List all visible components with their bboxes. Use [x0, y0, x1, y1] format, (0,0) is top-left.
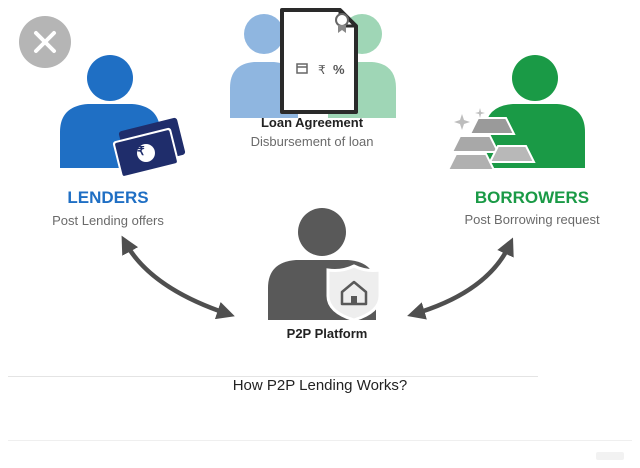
platform-graphic [268, 208, 382, 322]
loan-agreement-subtitle: Disbursement of loan [250, 134, 374, 149]
platform-title: P2P Platform [286, 326, 368, 341]
loan-agreement-graphic [230, 8, 396, 118]
lenders-title: LENDERS [67, 188, 149, 207]
close-button[interactable] [19, 16, 71, 68]
caption: How P2P Lending Works? [232, 377, 408, 394]
money-bundle-icon [112, 117, 186, 179]
bottom-divider [8, 440, 632, 441]
home-shield-icon [326, 264, 382, 322]
borrowers-title: BORROWERS [474, 188, 590, 207]
borrowers-subtitle: Post Borrowing request [464, 212, 600, 227]
borrowers-graphic [446, 55, 585, 171]
divider-line [8, 376, 538, 377]
lenders-subtitle: Post Lending offers [52, 213, 164, 228]
borrowers-platform-arrow [407, 237, 514, 320]
gold-bars-icon [446, 108, 536, 171]
document-icon [280, 8, 358, 114]
lenders-platform-arrow [121, 235, 235, 320]
lenders-graphic [60, 55, 186, 179]
document-percent-symbol: % [333, 62, 345, 77]
document-rupee-symbol: ₹ [318, 63, 326, 77]
corner-mark [596, 452, 624, 460]
close-icon [34, 31, 56, 53]
loan-agreement-title: Loan Agreement [260, 115, 364, 130]
money-rupee-symbol: ₹ [137, 144, 145, 158]
